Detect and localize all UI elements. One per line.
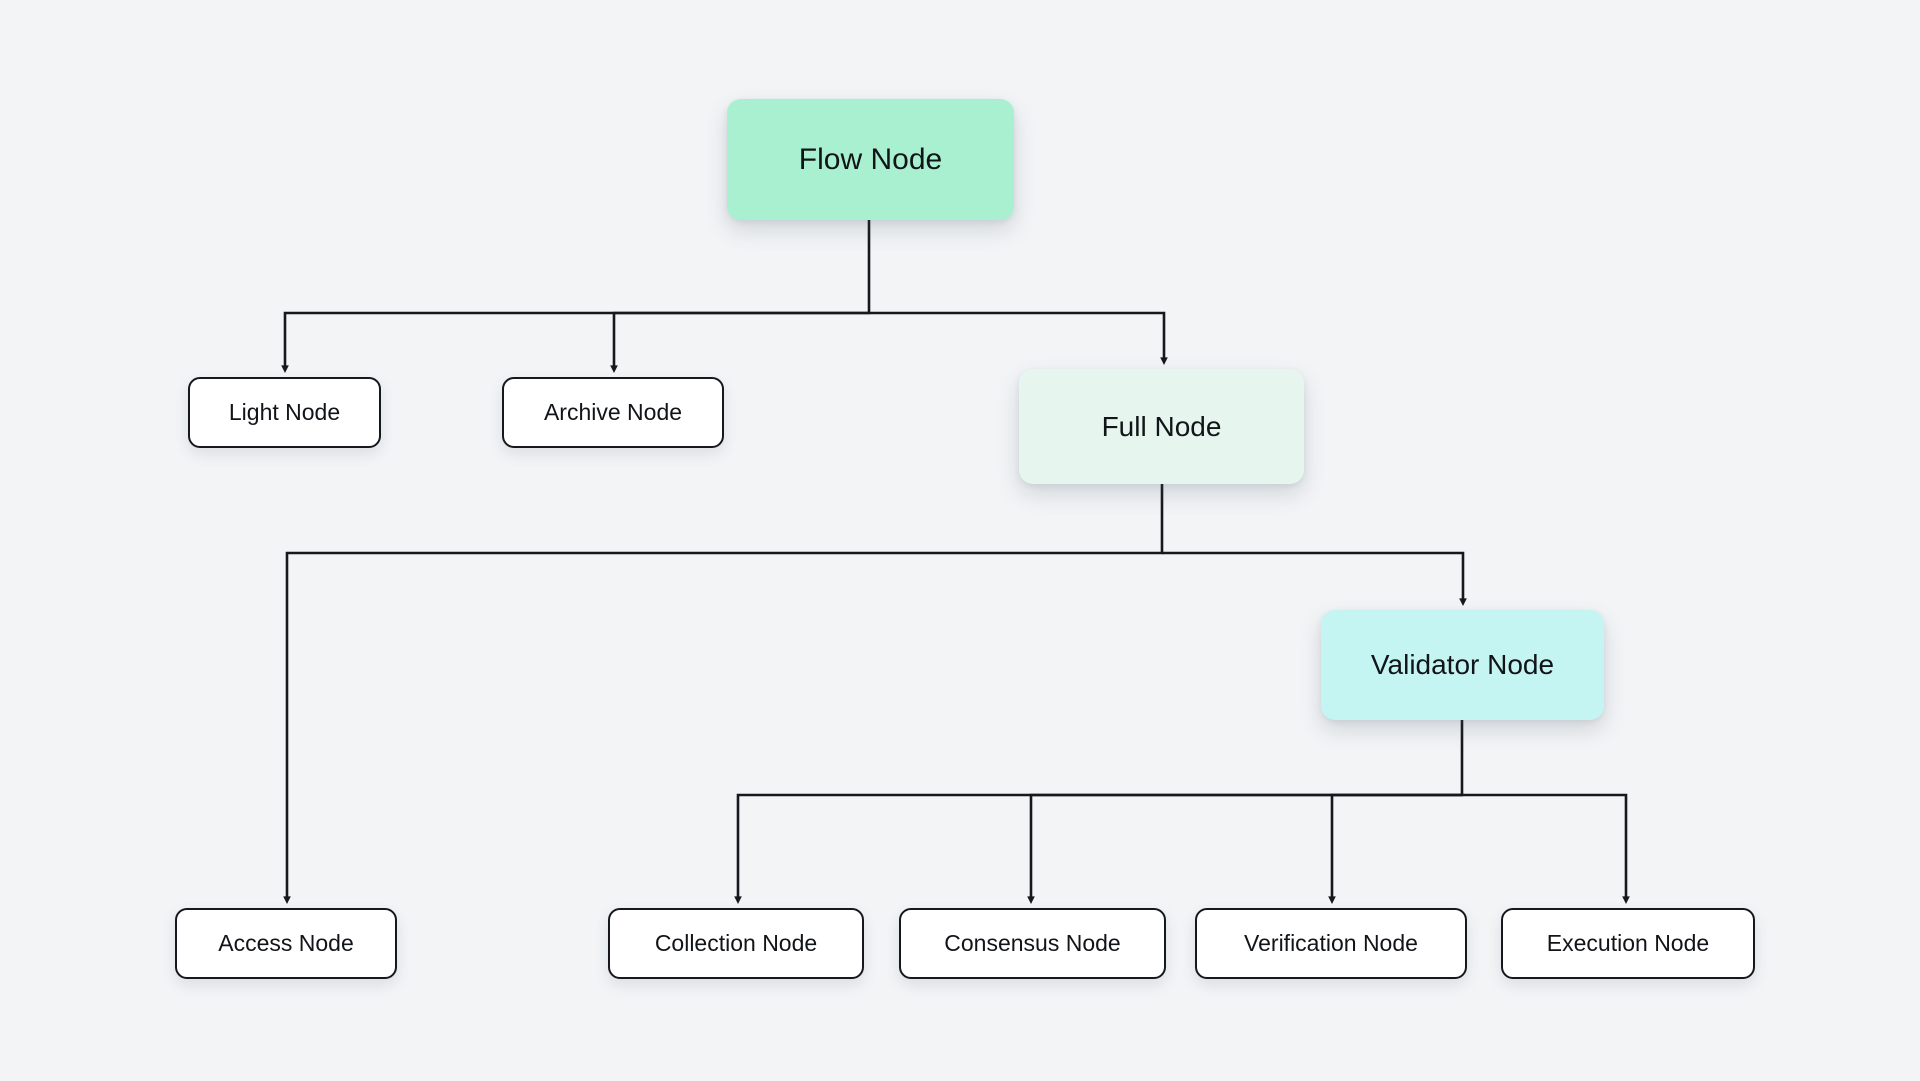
node-light[interactable]: Light Node bbox=[188, 377, 381, 448]
edge-validator-to-execution bbox=[1462, 793, 1630, 905]
node-execution-label: Execution Node bbox=[1546, 929, 1710, 956]
node-light-label: Light Node bbox=[228, 398, 341, 425]
edge-flow-to-light bbox=[281, 220, 871, 374]
edge-validator-to-verification bbox=[1328, 793, 1462, 905]
node-consensus-label: Consensus Node bbox=[944, 929, 1121, 956]
edge-validator-to-consensus bbox=[1027, 793, 1462, 905]
edge-group bbox=[281, 220, 1630, 905]
node-validator-label: Validator Node bbox=[1370, 649, 1555, 681]
node-archive[interactable]: Archive Node bbox=[502, 377, 724, 448]
node-access[interactable]: Access Node bbox=[175, 908, 397, 979]
edge-full-to-validator bbox=[1162, 551, 1467, 607]
node-full-label: Full Node bbox=[1101, 410, 1222, 442]
node-archive-label: Archive Node bbox=[543, 398, 683, 425]
edge-validator-to-collection bbox=[734, 720, 1464, 905]
node-verification[interactable]: Verification Node bbox=[1195, 908, 1467, 979]
node-flow[interactable]: Flow Node bbox=[727, 99, 1014, 220]
node-consensus[interactable]: Consensus Node bbox=[899, 908, 1166, 979]
edge-flow-to-archive bbox=[610, 311, 869, 374]
edge-flow-to-full bbox=[869, 311, 1168, 366]
node-execution[interactable]: Execution Node bbox=[1501, 908, 1755, 979]
node-validator[interactable]: Validator Node bbox=[1321, 610, 1604, 720]
node-full[interactable]: Full Node bbox=[1019, 369, 1304, 484]
node-collection-label: Collection Node bbox=[654, 929, 818, 956]
node-verification-label: Verification Node bbox=[1244, 929, 1418, 956]
node-access-label: Access Node bbox=[218, 929, 354, 956]
node-flow-label: Flow Node bbox=[798, 142, 943, 176]
node-collection[interactable]: Collection Node bbox=[608, 908, 864, 979]
edge-full-to-access bbox=[283, 484, 1164, 905]
